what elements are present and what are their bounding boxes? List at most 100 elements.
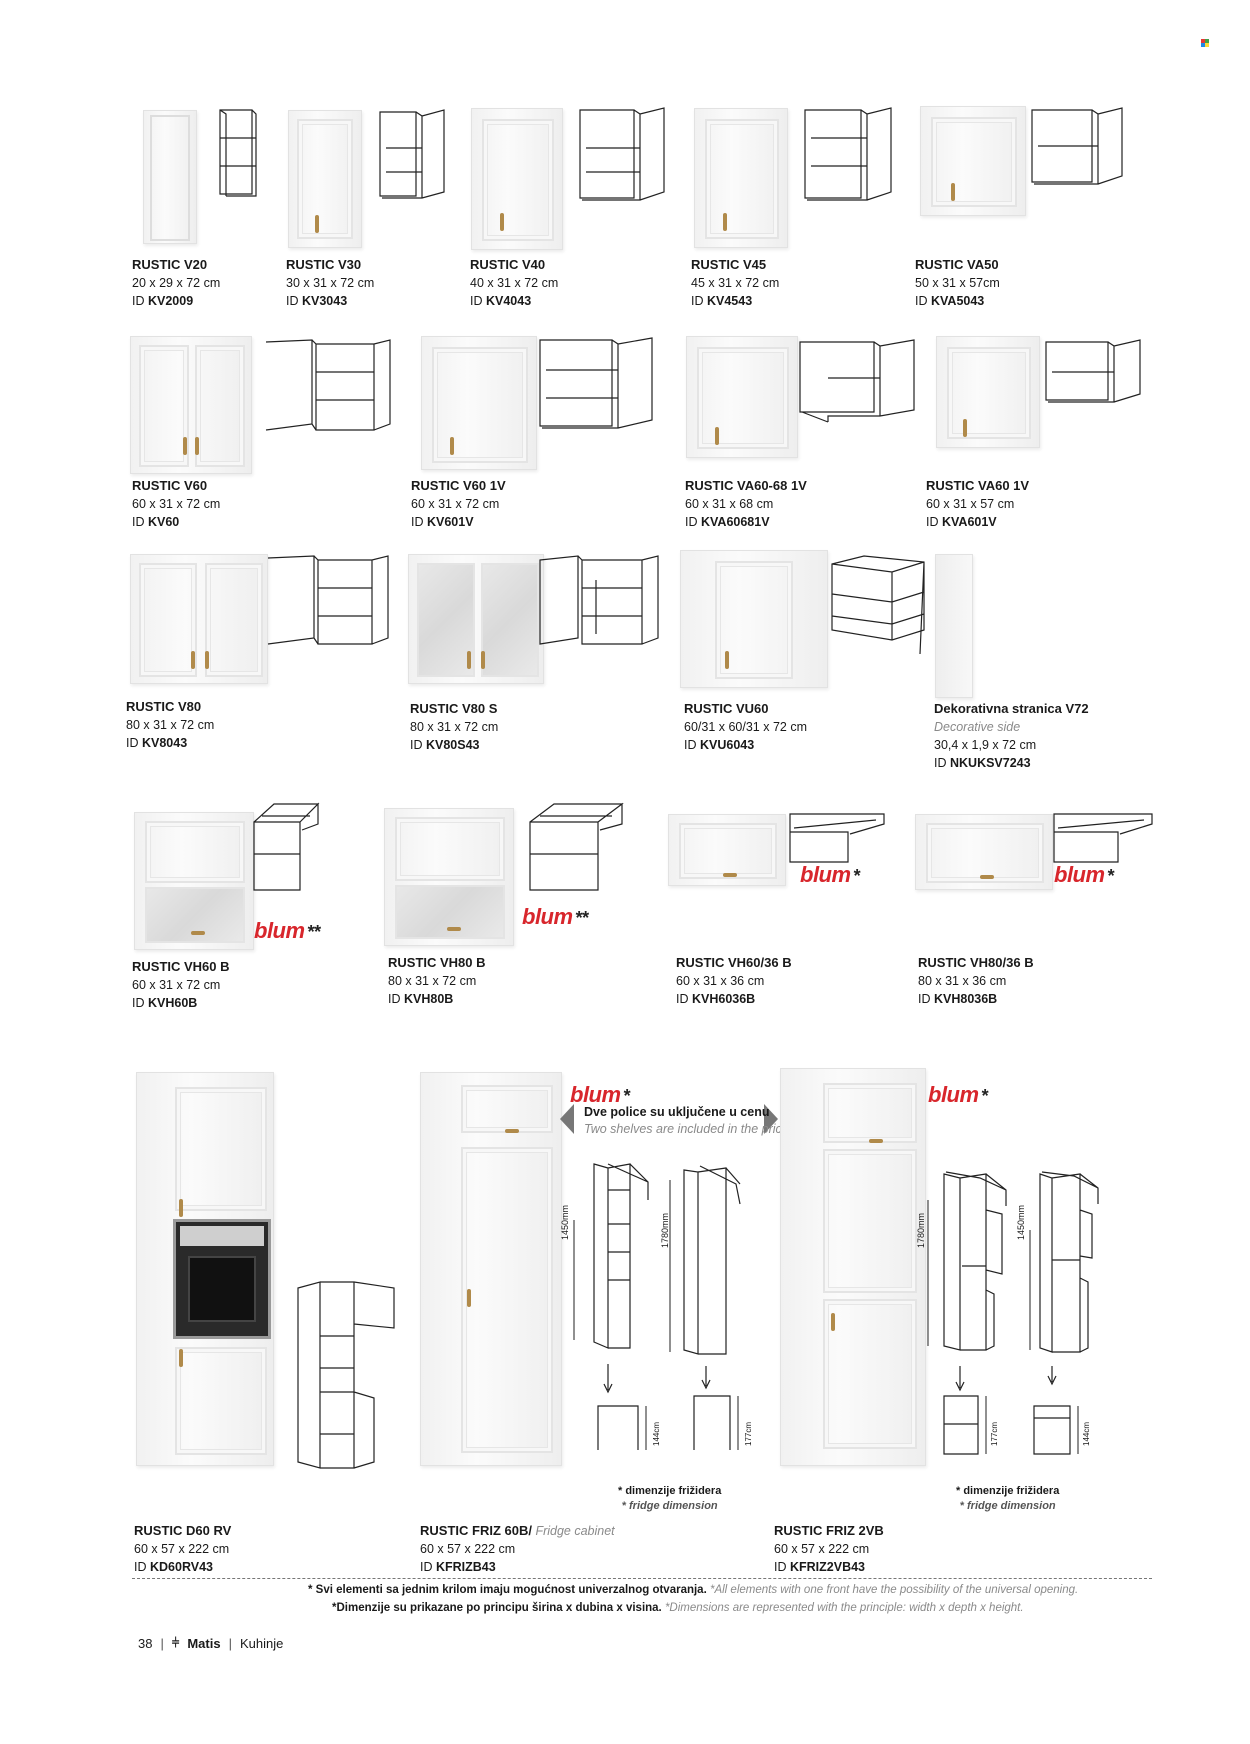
sketch-va60-68-1v	[799, 339, 915, 423]
product-dims: 30 x 31 x 72 cm	[286, 276, 375, 290]
sketch-vh80b	[529, 802, 624, 891]
dimension-label: 1780mm	[916, 1212, 926, 1248]
product-id: ID KV4543	[691, 294, 753, 308]
dimension-label: 1450mm	[560, 1204, 570, 1240]
note-text-sr: * Svi elementi sa jednim krilom imaju mo…	[308, 1584, 707, 1596]
product-id: ID KVH6036B	[676, 992, 756, 1006]
separator-line	[132, 1578, 1152, 1579]
product-name: RUSTIC VA60-68 1V	[685, 478, 807, 493]
product-dims: 80 x 31 x 72 cm	[126, 718, 215, 732]
sketch-vu60	[831, 555, 925, 655]
page-footer: 38 | ⫩ Matis | Kuhinje	[138, 1635, 283, 1651]
product-dims: 60 x 31 x 36 cm	[676, 974, 765, 988]
note-text-en: *All elements with one front have the po…	[706, 1584, 1079, 1596]
corner-mark-icon	[1201, 34, 1209, 47]
shelves-note-en: Two shelves are included in the price	[584, 1122, 789, 1136]
product-id: ID KVH80B	[388, 992, 454, 1006]
product-photo-v45	[694, 108, 788, 248]
product-dims: 60 x 31 x 68 cm	[685, 497, 774, 511]
sketch-v30	[379, 109, 445, 199]
dimension-label: 1780mm	[660, 1212, 670, 1248]
footer-divider: |	[228, 1635, 232, 1651]
product-name: RUSTIC V60 1V	[411, 478, 506, 493]
product-card: RUSTIC V60 1V 60 x 31 x 72 cm ID KV601V	[411, 477, 506, 531]
product-id: ID KVA5043	[915, 294, 985, 308]
dimension-label: 144cm	[1082, 1421, 1091, 1446]
sketch-v80s	[539, 555, 659, 645]
product-name: RUSTIC D60 RV	[134, 1523, 232, 1538]
product-name: RUSTIC VH60/36 B	[676, 955, 792, 970]
product-id: ID KVH8036B	[918, 992, 998, 1006]
product-name: RUSTIC VA60 1V	[926, 478, 1030, 493]
arrow-right-icon	[764, 1104, 778, 1134]
product-photo-va50	[920, 106, 1026, 216]
product-id: ID KV3043	[286, 294, 348, 308]
blum-logo: blum*	[570, 1082, 631, 1107]
product-dims: 60/31 x 60/31 x 72 cm	[684, 720, 807, 734]
blum-logo: blum*	[928, 1082, 989, 1107]
product-name: RUSTIC V20	[132, 257, 208, 272]
product-id: ID KV2009	[132, 294, 194, 308]
product-name: RUSTIC VU60	[684, 701, 769, 716]
brand-name: Matis	[187, 1635, 221, 1651]
product-dims: 60 x 57 x 222 cm	[420, 1542, 516, 1556]
product-dims: 45 x 31 x 72 cm	[691, 276, 780, 290]
product-id: ID KV8043	[126, 736, 188, 750]
product-photo-vh80-36b	[915, 814, 1053, 890]
product-photo-decorative-side	[935, 554, 973, 698]
shelves-note-sr: Dve police su uključene u cenu	[584, 1105, 770, 1119]
sketch-friz60b-diagram	[573, 1163, 741, 1450]
product-id: ID KVU6043	[684, 738, 755, 752]
product-card: RUSTIC VU60 60/31 x 60/31 x 72 cm ID KVU…	[684, 700, 807, 754]
blum-logo: blum**	[254, 918, 321, 943]
product-card: RUSTIC VH60/36 B 60 x 31 x 36 cm ID KVH6…	[676, 954, 792, 1008]
product-subtitle: Decorative side	[934, 720, 1021, 734]
product-photo-vh60-36b	[668, 814, 786, 886]
fridge-dimension-note: * dimenzije frižidera * fridge dimension	[618, 1484, 721, 1514]
sketch-vh80-36b	[1053, 813, 1153, 863]
product-name: RUSTIC FRIZ 2VB	[774, 1523, 884, 1538]
product-id: ID KVH60B	[132, 996, 198, 1010]
shelves-note: Dve police su uključene u cenu Two shelv…	[584, 1104, 789, 1138]
product-dims: 20 x 29 x 72 cm	[132, 276, 221, 290]
product-card: RUSTIC FRIZ 60B/ Fridge cabinet 60 x 57 …	[420, 1522, 615, 1576]
sketch-friz2vb-diagram	[927, 1171, 1099, 1455]
product-name: RUSTIC VH60 B	[132, 959, 230, 974]
product-dims: 60 x 31 x 57 cm	[926, 497, 1015, 511]
product-name: RUSTIC V45	[691, 257, 767, 272]
product-photo-v60-1v	[421, 336, 537, 470]
product-card: RUSTIC FRIZ 2VB 60 x 57 x 222 cm ID KFRI…	[774, 1522, 884, 1576]
product-card: RUSTIC V80 S 80 x 31 x 72 cm ID KV80S43	[410, 700, 498, 754]
footer-divider: |	[160, 1635, 164, 1651]
sketch-v45	[804, 107, 892, 201]
product-dims: 60 x 57 x 222 cm	[134, 1542, 230, 1556]
product-photo-friz2vb	[780, 1068, 926, 1466]
product-card: RUSTIC D60 RV 60 x 57 x 222 cm ID KD60RV…	[134, 1522, 231, 1576]
product-card: RUSTIC V60 60 x 31 x 72 cm ID KV60	[132, 477, 220, 531]
product-name: Dekorativna stranica V72	[934, 701, 1089, 716]
note-universal-opening: * Svi elementi sa jednim krilom imaju mo…	[308, 1582, 1078, 1598]
matis-logo-icon: ⫩	[171, 1635, 180, 1650]
product-dims: 80 x 31 x 36 cm	[918, 974, 1007, 988]
product-photo-v60	[130, 336, 252, 474]
sketch-v60-1v	[539, 337, 653, 429]
product-id: ID KVA601V	[926, 515, 997, 529]
blum-logo: blum*	[1054, 862, 1115, 887]
product-photo-va60-1v	[936, 336, 1040, 448]
product-name: RUSTIC VH80/36 B	[918, 955, 1034, 970]
product-id: ID KVA60681V	[685, 515, 770, 529]
product-card: RUSTIC V40 40 x 31 x 72 cm ID KV4043	[470, 256, 558, 310]
sketch-v20	[219, 109, 257, 197]
product-dims: 60 x 31 x 72 cm	[132, 978, 221, 992]
product-photo-vu60	[680, 550, 828, 688]
product-id: ID KV60	[132, 515, 180, 529]
dimension-label: 177cm	[990, 1421, 999, 1446]
arrow-left-icon	[560, 1104, 574, 1134]
product-card: RUSTIC V45 45 x 31 x 72 cm ID KV4543	[691, 256, 779, 310]
product-dims: 40 x 31 x 72 cm	[470, 276, 559, 290]
product-dims: 60 x 57 x 222 cm	[774, 1542, 870, 1556]
sketch-va50	[1031, 107, 1123, 185]
section-name: Kuhinje	[239, 1635, 284, 1651]
product-photo-vh60b	[134, 812, 254, 950]
product-photo-va60-68-1v	[686, 336, 798, 458]
